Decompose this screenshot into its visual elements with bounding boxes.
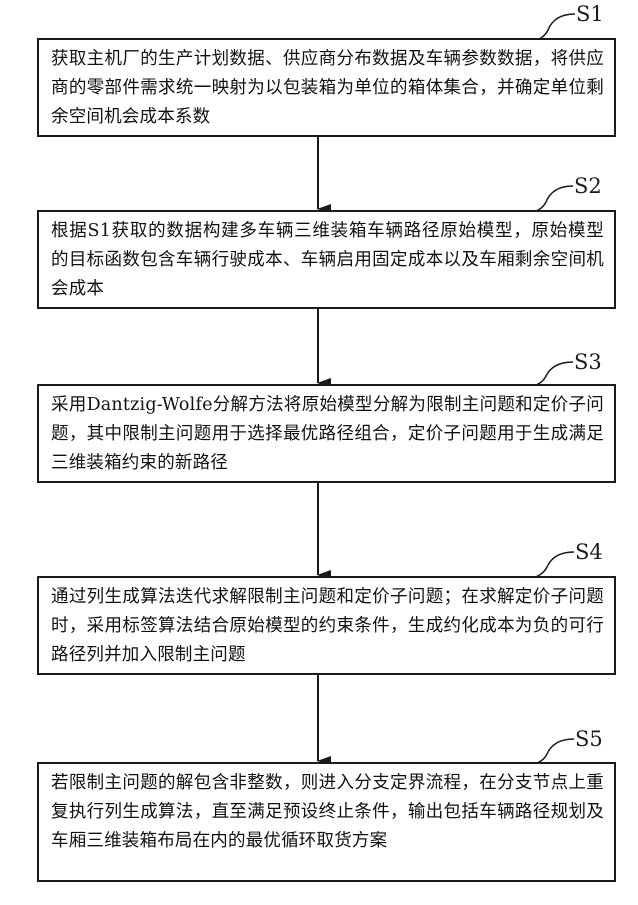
leader-line-s2 [530,186,573,213]
step-text-s5: 若限制主问题的解包含非整数，则进入分支定界流程，在分支节点上重复执行列生成算法，… [51,769,604,856]
step-box-s2: 根据S1获取的数据构建多车辆三维装箱车辆路径原始模型，原始模型的目标函数包含车辆… [37,210,616,309]
step-box-s3: 采用Dantzig-Wolfe分解方法将原始模型分解为限制主问题和定价子问题，其… [37,384,616,483]
step-box-s1: 获取主机厂的生产计划数据、供应商分布数据及车辆参数数据，将供应商的零部件需求统一… [37,38,616,137]
step-text-s2: 根据S1获取的数据构建多车辆三维装箱车辆路径原始模型，原始模型的目标函数包含车辆… [51,217,604,304]
step-box-s4: 通过列生成算法迭代求解限制主问题和定价子问题；在求解定价子问题时，采用标签算法结… [37,576,616,675]
step-box-s5: 若限制主问题的解包含非整数，则进入分支定界流程，在分支节点上重复执行列生成算法，… [37,762,616,882]
leader-line-s4 [531,552,574,579]
step-text-s4: 通过列生成算法迭代求解限制主问题和定价子问题；在求解定价子问题时，采用标签算法结… [51,583,604,670]
step-label-s3: S3 [574,350,602,374]
step-text-s3: 采用Dantzig-Wolfe分解方法将原始模型分解为限制主问题和定价子问题，其… [51,391,604,478]
leader-line-s1 [532,14,575,41]
step-label-s2: S2 [574,174,602,198]
step-label-s5: S5 [575,727,603,751]
step-text-s1: 获取主机厂的生产计划数据、供应商分布数据及车辆参数数据，将供应商的零部件需求统一… [51,45,604,132]
step-label-s4: S4 [575,540,603,564]
step-label-s1: S1 [576,2,604,26]
